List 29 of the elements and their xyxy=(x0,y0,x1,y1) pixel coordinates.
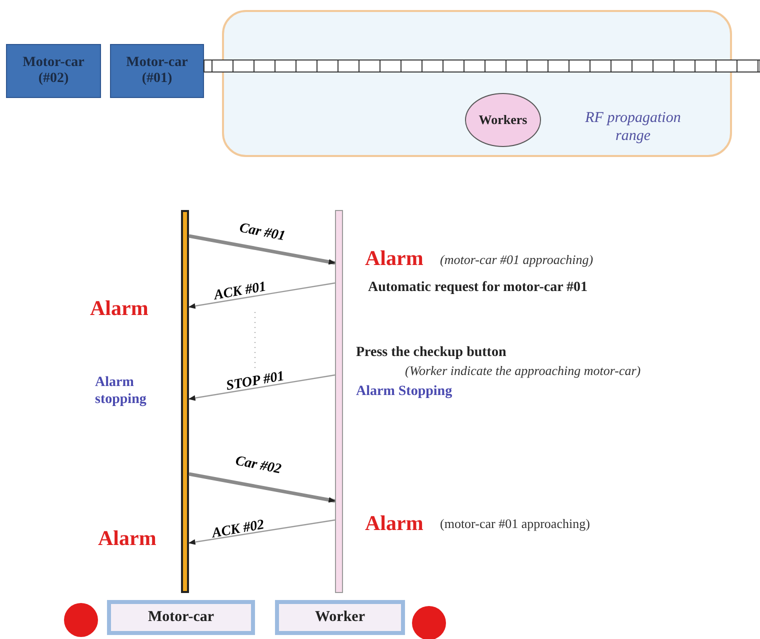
alarm-text: Alarm xyxy=(90,296,148,321)
participant-box: Worker xyxy=(275,600,405,635)
message-label: Car #02 xyxy=(234,454,282,478)
message-arrow xyxy=(188,472,336,503)
message-arrow xyxy=(188,234,336,265)
message-arrow xyxy=(188,519,336,545)
motor-car-box: Motor-car (#02) xyxy=(6,44,101,98)
alarm-text: Alarm xyxy=(98,526,156,551)
note-text: Press the checkup button xyxy=(356,345,506,361)
alarm-text: Alarm xyxy=(365,246,424,271)
message-label: Car #01 xyxy=(238,220,286,246)
participant-box: Motor-car xyxy=(107,600,255,635)
note-text: (Worker indicate the approaching motor-car) xyxy=(405,363,641,379)
message-label: STOP #01 xyxy=(224,369,286,395)
message-arrow xyxy=(188,374,336,401)
lifeline-bar xyxy=(181,210,189,593)
alarm-text: Alarm xyxy=(365,511,424,536)
message-label: ACK #02 xyxy=(210,518,265,542)
note-text: (motor-car #01 approaching) xyxy=(440,252,594,268)
status-text: Alarm Stopping xyxy=(356,384,452,400)
workers-ellipse: Workers xyxy=(465,93,541,147)
rf-range-region: RF propagation range Workers xyxy=(222,10,732,157)
status-text: Alarm stopping xyxy=(95,374,148,408)
lifeline-bar xyxy=(335,210,343,593)
message-arrow xyxy=(188,282,336,309)
message-label: ACK #01 xyxy=(212,280,267,304)
note-text: (motor-car #01 approaching) xyxy=(440,516,590,532)
note-text: Automatic request for motor-car #01 xyxy=(368,280,588,296)
motor-car-box: Motor-car (#01) xyxy=(110,44,204,98)
